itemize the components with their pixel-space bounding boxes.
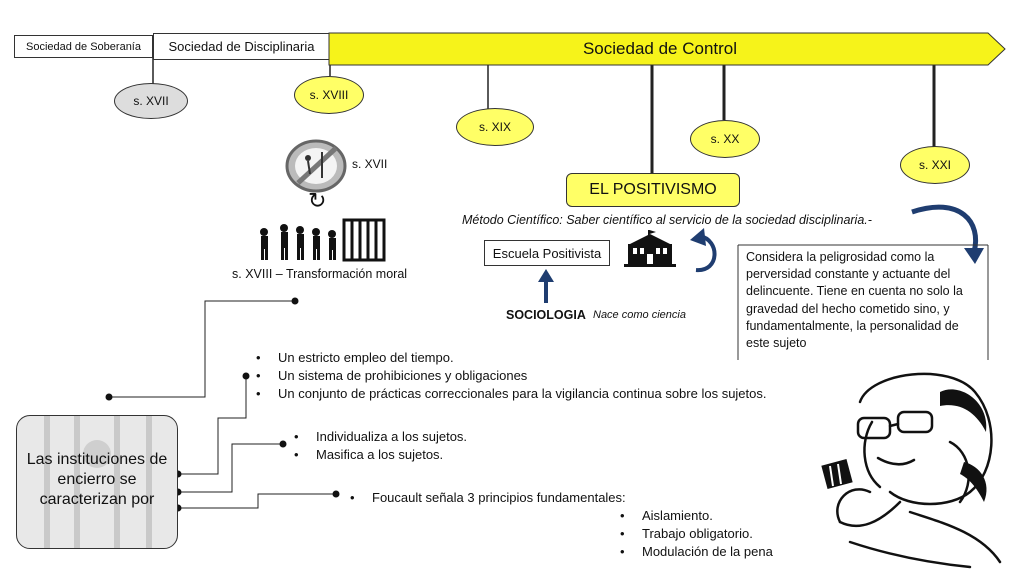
century-xvii-oval: s. XVII bbox=[114, 83, 188, 119]
instituciones-group2: Individualiza a los sujetos. Masifica a … bbox=[290, 428, 467, 464]
transformacion-moral-label: s. XVIII – Transformación moral bbox=[232, 267, 408, 281]
list-item: Un estricto empleo del tiempo. bbox=[252, 349, 767, 367]
century-xix-label: s. XIX bbox=[478, 120, 511, 134]
timeline-control-label: Sociedad de Control bbox=[582, 39, 738, 58]
instituciones-label: Las instituciones de encierro se caracte… bbox=[26, 451, 168, 508]
illustration-xvii-label: s. XVII bbox=[352, 157, 388, 171]
list-item: Individualiza a los sujetos. bbox=[290, 428, 467, 446]
century-xix-oval: s. XIX bbox=[456, 108, 534, 146]
hand-object-icon bbox=[821, 459, 853, 489]
peligrosidad-text: Considera la peligrosidad como la perver… bbox=[746, 250, 963, 351]
positivismo-title-box: EL POSITIVISMO bbox=[566, 173, 740, 207]
century-xviii-label: s. XVIII bbox=[309, 88, 349, 102]
list-item: Modulación de la pena bbox=[616, 543, 773, 561]
timeline-soberania-label: Sociedad de Soberanía bbox=[26, 40, 141, 53]
no-punishment-icon bbox=[285, 139, 347, 193]
school-icon bbox=[624, 230, 676, 267]
escuela-positivista-label: Escuela Positivista bbox=[492, 245, 602, 261]
refresh-icon: ↻ bbox=[308, 188, 327, 213]
instituciones-group3: Aislamiento. Trabajo obligatorio. Modula… bbox=[616, 507, 773, 561]
timeline-control: Sociedad de Control bbox=[340, 33, 980, 65]
timeline-disciplinaria: Sociedad de Disciplinaria bbox=[153, 33, 330, 60]
evolution-figures-icon bbox=[260, 218, 386, 262]
instituciones-group3-title: Foucault señala 3 principios fundamental… bbox=[346, 489, 626, 507]
instituciones-box bbox=[16, 415, 178, 549]
century-xx-label: s. XX bbox=[710, 132, 740, 146]
foucault-caricature bbox=[821, 372, 1002, 569]
century-xvii-label: s. XVII bbox=[133, 94, 169, 108]
list-item: Trabajo obligatorio. bbox=[616, 525, 773, 543]
list-item: Un sistema de prohibiciones y obligacion… bbox=[252, 367, 767, 385]
century-xxi-label: s. XXI bbox=[918, 158, 951, 172]
timeline-disciplinaria-label: Sociedad de Disciplinaria bbox=[168, 39, 315, 54]
century-xviii-oval: s. XVIII bbox=[294, 76, 364, 114]
list-item: Masifica a los sujetos. bbox=[290, 446, 467, 464]
nace-como-ciencia: Nace como ciencia bbox=[593, 309, 686, 321]
positivismo-title: EL POSITIVISMO bbox=[589, 181, 717, 198]
escuela-positivista-box: Escuela Positivista bbox=[484, 240, 610, 266]
instituciones-group1: Un estricto empleo del tiempo. Un sistem… bbox=[252, 349, 767, 403]
century-xxi-oval: s. XXI bbox=[900, 146, 970, 184]
timeline-control-arrow bbox=[328, 32, 1006, 66]
century-xx-oval: s. XX bbox=[690, 120, 760, 158]
list-item: Aislamiento. bbox=[616, 507, 773, 525]
timeline-soberania: Sociedad de Soberanía bbox=[14, 35, 153, 58]
list-item: Un conjunto de prácticas correccionales … bbox=[252, 385, 767, 403]
sociologia-label: SOCIOLOGIA bbox=[506, 308, 586, 322]
list-item: Foucault señala 3 principios fundamental… bbox=[346, 489, 626, 507]
metodo-cientifico: Método Científico: Saber científico al s… bbox=[462, 213, 872, 227]
prison-bars-icon bbox=[44, 416, 152, 548]
